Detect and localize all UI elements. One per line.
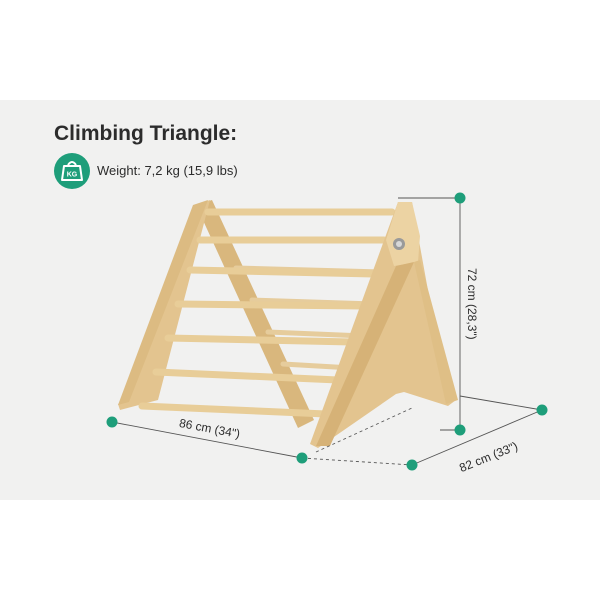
width-dimension-label: 86 cm (34"): [178, 416, 241, 441]
climbing-triangle-frame: [118, 200, 458, 448]
weight-text: Weight: 7,2 kg (15,9 lbs): [97, 163, 238, 178]
kg-weight-icon: KG: [54, 153, 90, 189]
depth-start-marker: [406, 459, 418, 471]
kg-icon-label: KG: [67, 172, 78, 179]
height-top-marker: [454, 192, 466, 204]
product-title: Climbing Triangle:: [54, 122, 238, 145]
dimension-lines: [111, 197, 543, 466]
height-bottom-marker: [454, 424, 466, 436]
depth-end-marker: [536, 404, 548, 416]
height-dimension-label: 72 cm (28,3"): [465, 268, 479, 340]
dimension-markers: [106, 192, 548, 471]
width-end-marker: [296, 452, 308, 464]
depth-dimension-label: 82 cm (33"): [457, 439, 519, 475]
width-start-marker: [106, 416, 118, 428]
